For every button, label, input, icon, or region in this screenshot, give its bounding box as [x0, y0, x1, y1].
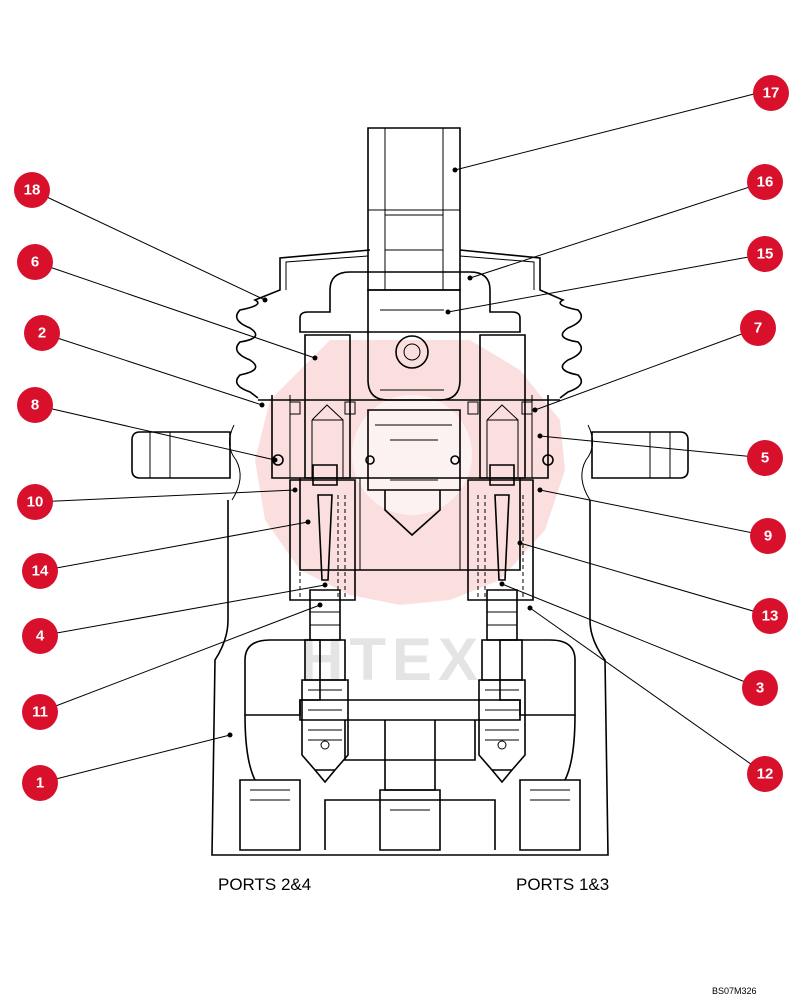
drawing-reference-code: BS07M326 — [712, 986, 757, 996]
callout-17: 17 — [753, 75, 789, 111]
callout-1: 1 — [22, 765, 58, 801]
svg-text:10: 10 — [27, 494, 44, 511]
upper-assembly — [235, 127, 583, 537]
callout-3: 3 — [742, 670, 778, 706]
callout-9: 9 — [750, 518, 786, 554]
callout-6: 6 — [17, 244, 53, 280]
ports-right-label: PORTS 1&3 — [516, 875, 609, 894]
callout-10: 10 — [17, 484, 53, 520]
svg-text:13: 13 — [762, 608, 779, 625]
callout-11: 11 — [22, 694, 58, 730]
left-spool-assembly — [289, 464, 356, 784]
svg-text:7: 7 — [754, 320, 762, 337]
watermark-text: HTEX — [300, 626, 484, 693]
callout-2: 2 — [24, 315, 60, 351]
ports-left-label: PORTS 2&4 — [218, 875, 311, 894]
svg-text:18: 18 — [24, 182, 41, 199]
svg-text:11: 11 — [32, 704, 48, 721]
svg-text:16: 16 — [757, 174, 774, 191]
callout-4: 4 — [22, 618, 58, 654]
svg-text:3: 3 — [756, 680, 764, 697]
svg-text:14: 14 — [32, 563, 49, 580]
svg-text:17: 17 — [763, 85, 780, 102]
callout-12: 12 — [747, 756, 783, 792]
callout-16: 16 — [747, 164, 783, 200]
callout-5: 5 — [747, 440, 783, 476]
callout-18: 18 — [14, 172, 50, 208]
svg-text:6: 6 — [31, 254, 39, 271]
svg-text:15: 15 — [757, 246, 774, 263]
right-spool-assembly — [467, 464, 534, 784]
svg-text:4: 4 — [36, 628, 45, 645]
callouts: 17 18 16 6 15 2 7 8 5 10 9 14 13 4 3 11 … — [14, 75, 789, 801]
callout-13: 13 — [752, 598, 788, 634]
callout-15: 15 — [747, 236, 783, 272]
callout-8: 8 — [17, 387, 53, 423]
svg-text:1: 1 — [36, 775, 44, 792]
svg-text:9: 9 — [764, 528, 772, 545]
callout-14: 14 — [22, 553, 58, 589]
svg-text:8: 8 — [31, 397, 39, 414]
svg-text:2: 2 — [38, 325, 46, 342]
svg-text:5: 5 — [761, 450, 769, 467]
svg-text:12: 12 — [757, 766, 774, 783]
callout-7: 7 — [740, 310, 776, 346]
leader-lines — [31, 92, 771, 784]
